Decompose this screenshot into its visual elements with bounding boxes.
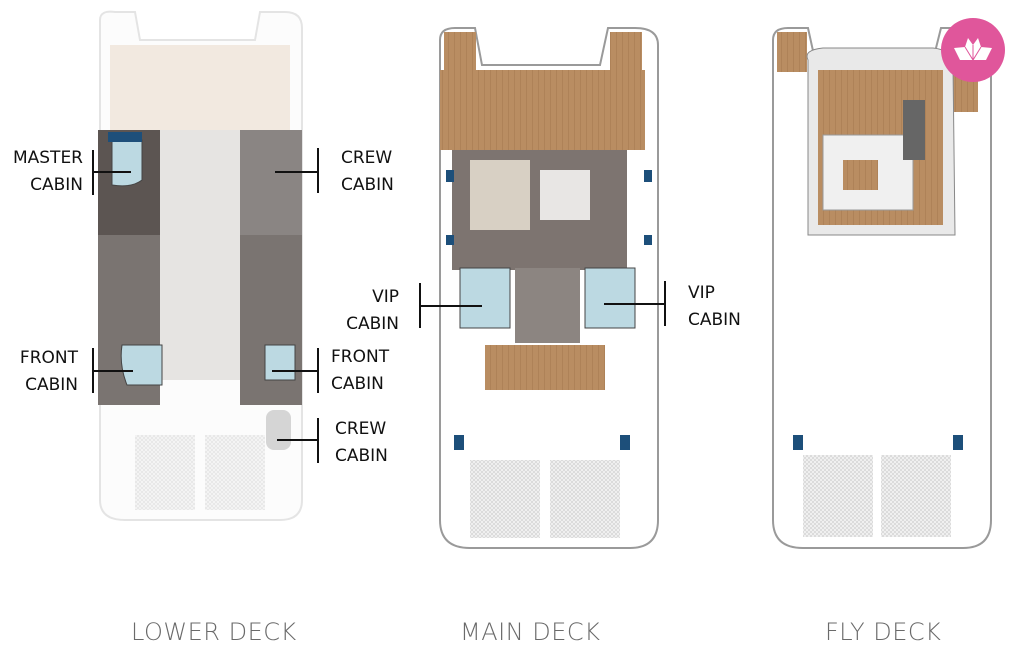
brand-logo	[941, 18, 1005, 82]
pointer-line	[604, 303, 665, 305]
fly-deck-caption: FLY DECK	[825, 618, 942, 646]
pointer-line	[420, 305, 482, 307]
paper-boat-icon	[954, 38, 992, 61]
pointer-line	[275, 171, 318, 173]
pointer-line	[277, 439, 318, 441]
pointer-line	[317, 418, 319, 463]
fly-deck-plan	[772, 27, 992, 549]
pointer-line	[272, 370, 318, 372]
pointer-line	[93, 370, 133, 372]
pointer-line	[93, 171, 131, 173]
lower-deck-plan	[98, 10, 303, 521]
pointer-line	[664, 281, 666, 326]
pointer-line	[317, 148, 319, 193]
lower-deck-caption: LOWER DECK	[131, 618, 297, 646]
main-deck-plan	[439, 27, 659, 549]
main-deck-caption: MAIN DECK	[460, 618, 601, 646]
pointer-line	[317, 348, 319, 393]
